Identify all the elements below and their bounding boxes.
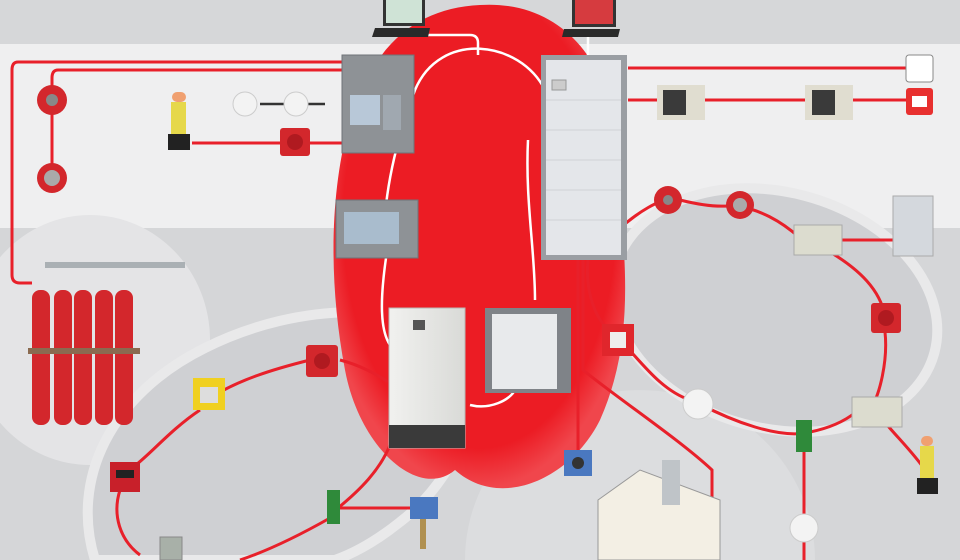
siren-icon — [871, 303, 901, 333]
smoke-detector-icon — [232, 91, 258, 117]
manual-call-point-icon — [110, 462, 140, 492]
flow-switch-icon — [564, 450, 592, 476]
fire-brigade-icon — [906, 88, 933, 115]
heat-detector-icon — [654, 186, 682, 214]
repeater-panel-icon — [335, 199, 419, 259]
beacon-icon — [168, 92, 190, 150]
beacon-icon — [917, 436, 938, 494]
machine-icon — [597, 460, 721, 560]
smoke-detector-icon — [682, 388, 714, 420]
laptop-icon — [562, 0, 620, 37]
manual-call-point-icon — [602, 324, 634, 356]
aspirating-detector-icon — [892, 195, 934, 257]
smoke-detector-icon — [283, 91, 309, 117]
module-icon — [159, 536, 183, 560]
heat-detector-icon — [37, 163, 67, 193]
red-wiring — [10, 60, 927, 560]
network-wiring — [380, 33, 590, 408]
module-icon — [327, 490, 340, 524]
extinguishing-control-cabinet-icon — [388, 307, 466, 449]
module-icon — [796, 420, 812, 452]
laptop-icon — [372, 0, 430, 37]
flow-switch-icon — [410, 497, 438, 549]
server-cabinet-icon — [541, 55, 627, 260]
key-depot-icon — [905, 54, 934, 83]
gas-cylinder-bank-icon — [28, 262, 185, 425]
module-icon — [851, 396, 903, 428]
repeater-panel-icon — [805, 85, 853, 120]
manual-call-point-icon — [193, 378, 225, 410]
module-icon — [793, 224, 843, 256]
fire-control-panel-icon — [341, 54, 415, 154]
siren-icon — [280, 128, 310, 156]
fire-control-panel-icon — [485, 308, 571, 393]
repeater-panel-icon — [657, 85, 705, 120]
smoke-detector-icon — [789, 513, 819, 543]
heat-detector-icon — [37, 85, 67, 115]
siren-icon — [306, 345, 338, 377]
heat-detector-icon — [726, 191, 754, 219]
